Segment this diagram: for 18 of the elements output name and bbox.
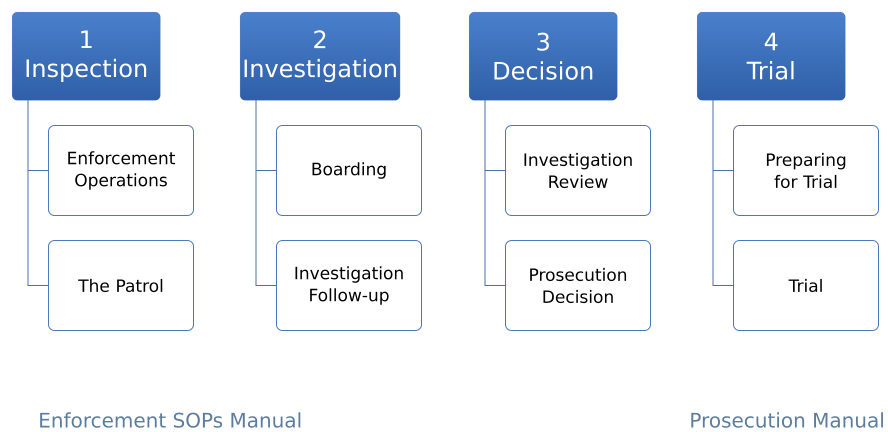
manual-label: Prosecution Manual: [691, 412, 883, 428]
connector-line: [712, 100, 734, 286]
process-box: Prosecution Decision: [505, 240, 651, 331]
connector-line: [256, 100, 276, 286]
process-box: Investigation Review: [505, 125, 651, 216]
process-box: Trial: [733, 240, 879, 331]
heading-box: 3 Decision: [469, 12, 618, 100]
manual-label: Enforcement SOPs Manual: [40, 412, 300, 428]
heading-box: 4 Trial: [697, 12, 846, 100]
process-box: Investigation Follow-up: [276, 240, 422, 331]
process-box: Enforcement Operations: [48, 125, 194, 216]
heading-box: 1 Inspection: [12, 12, 160, 100]
process-box: Boarding: [276, 125, 422, 216]
process-box: The Patrol: [48, 240, 194, 331]
connector-line: [28, 100, 48, 286]
process-box: Preparing for Trial: [733, 125, 879, 216]
heading-box: 2 Investigation: [240, 12, 400, 100]
connector-line: [484, 100, 506, 286]
